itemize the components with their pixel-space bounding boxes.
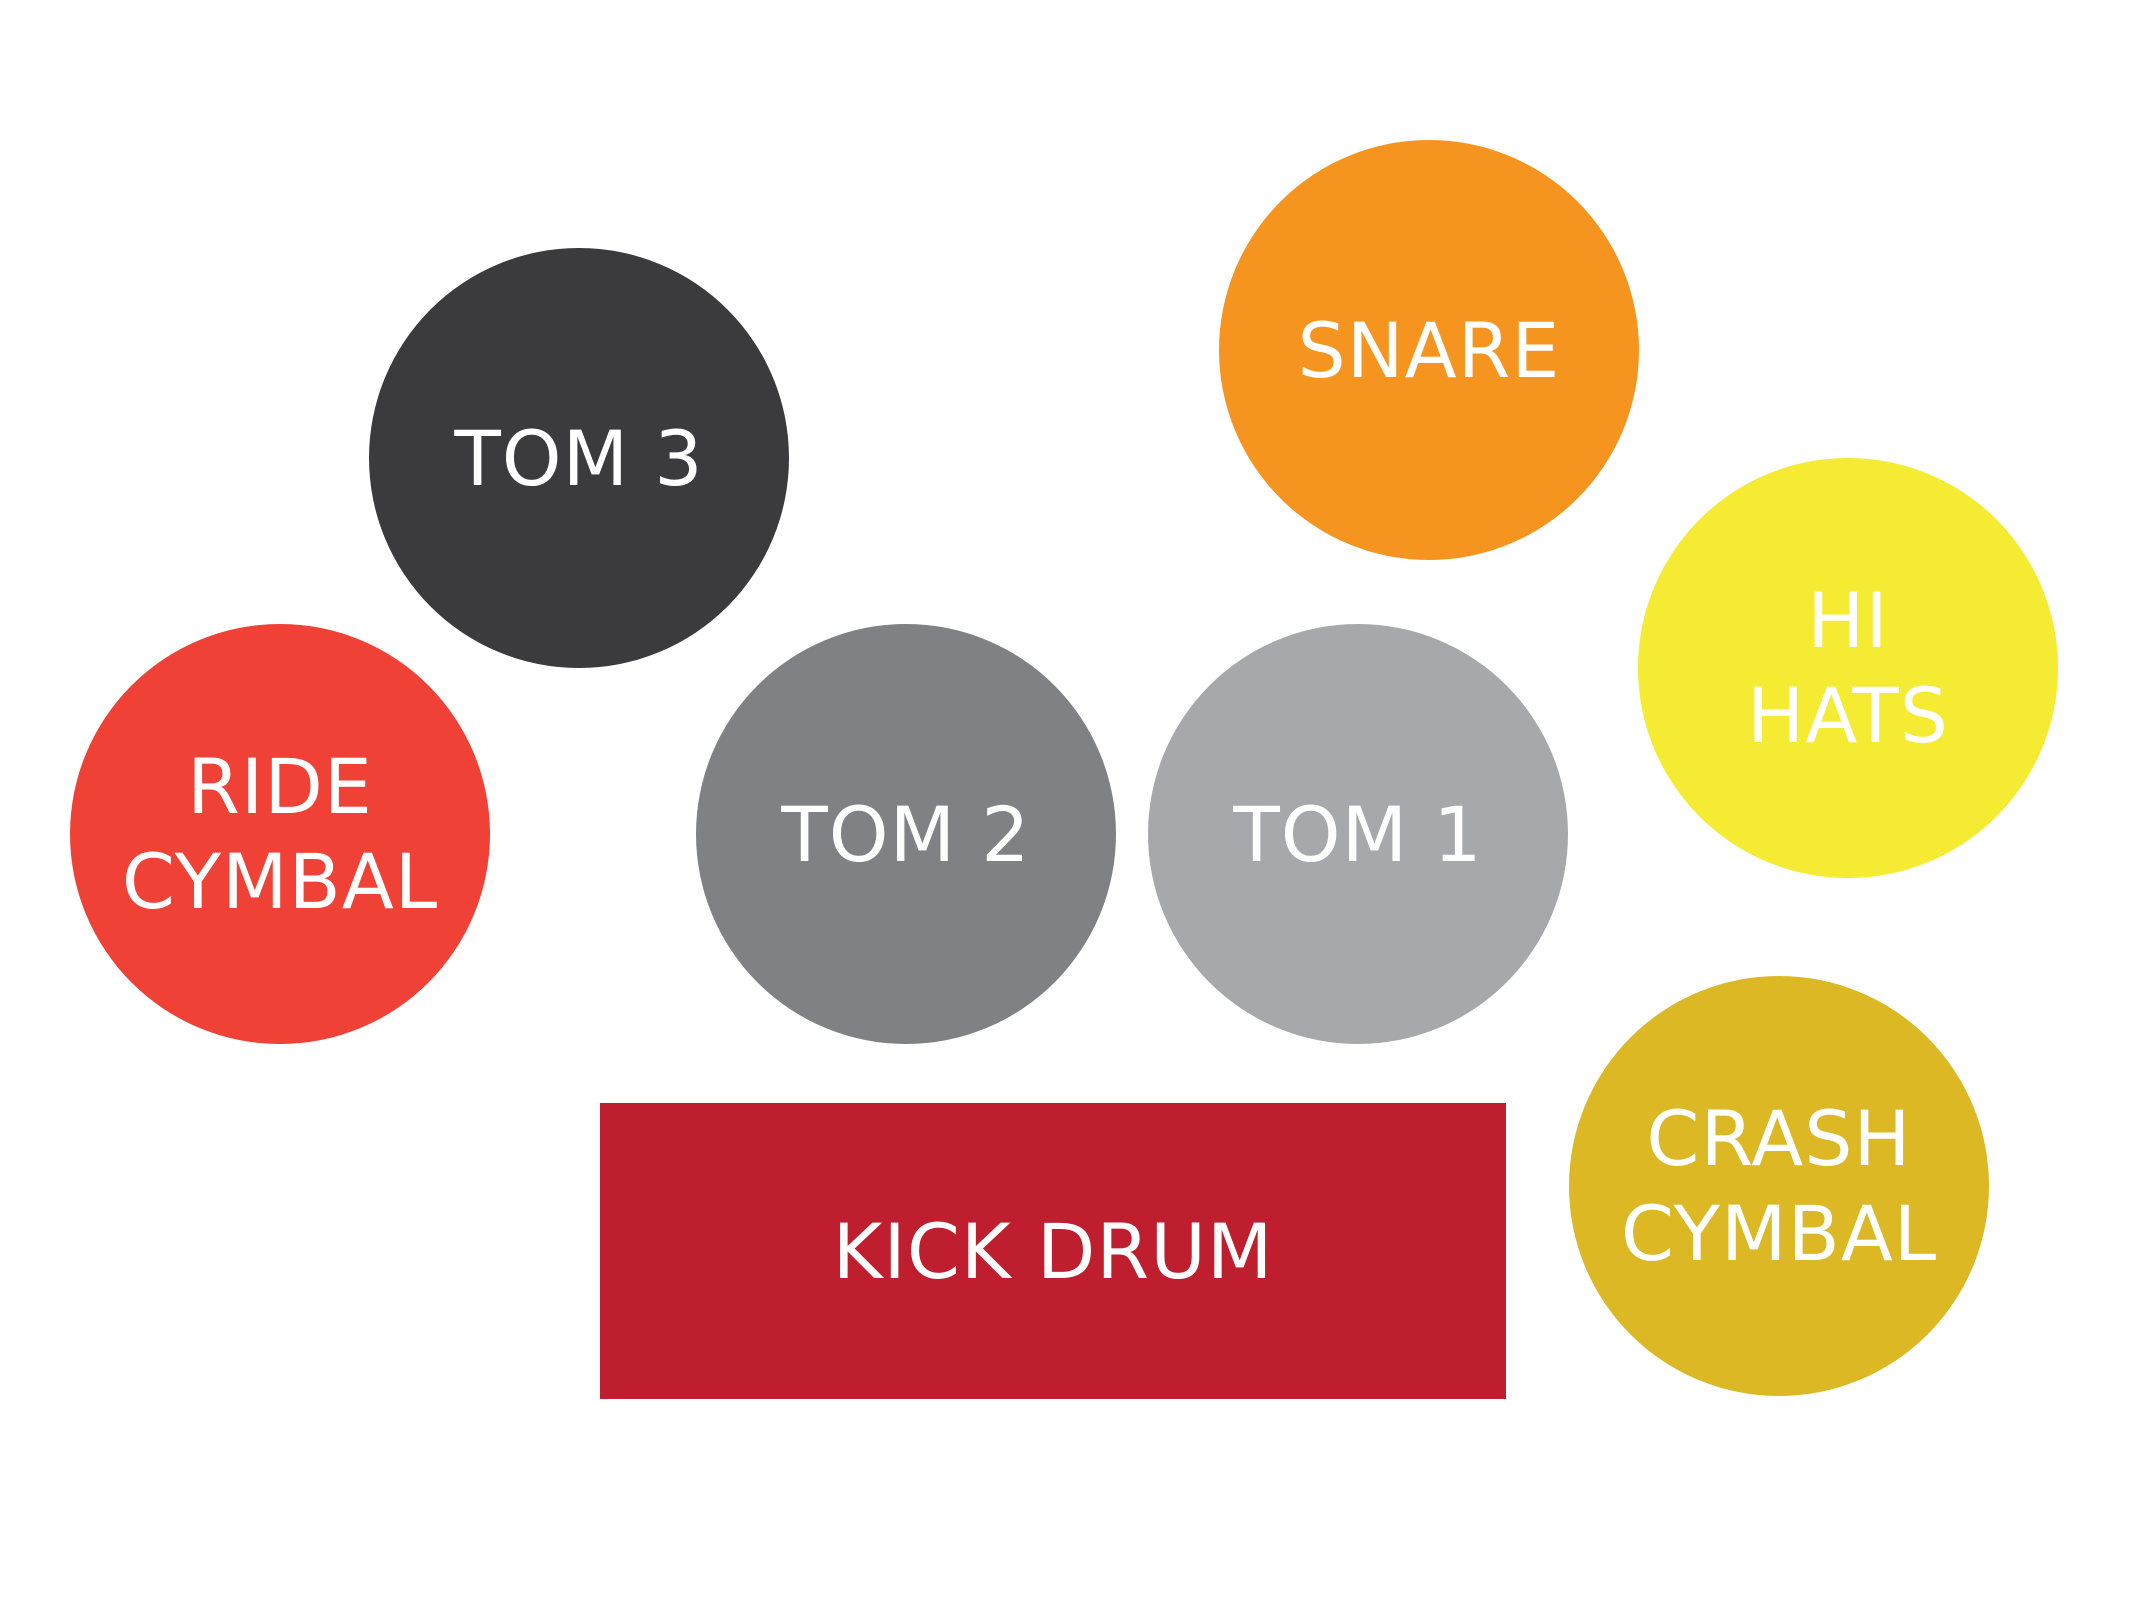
ride-cymbal-label-line-1: RIDE [187,742,373,831]
kick-drum-label: KICK DRUM [832,1206,1274,1296]
snare-pad[interactable]: SNARE [1219,140,1639,560]
hi-hats-label-line-1: HI [1807,576,1889,665]
crash-cymbal-label-line-2: CYMBAL [1620,1189,1938,1278]
crash-cymbal-label-line-1: CRASH [1646,1094,1912,1183]
tom-1-pad[interactable]: TOM 1 [1148,624,1568,1044]
tom-2-label: TOM 2 [781,789,1031,879]
ride-cymbal-label-line-2: CYMBAL [121,837,439,926]
tom-1-label: TOM 1 [1233,789,1483,879]
hi-hats-label-line-2: HATS [1747,671,1949,760]
snare-label: SNARE [1297,305,1561,395]
hi-hats-pad[interactable]: HI HATS [1638,458,2058,878]
tom-3-pad[interactable]: TOM 3 [369,248,789,668]
crash-cymbal-pad[interactable]: CRASH CYMBAL [1569,976,1989,1396]
tom-3-label: TOM 3 [454,413,704,503]
tom-2-pad[interactable]: TOM 2 [696,624,1116,1044]
kick-drum-pad[interactable]: KICK DRUM [600,1103,1506,1399]
ride-cymbal-pad[interactable]: RIDE CYMBAL [70,624,490,1044]
